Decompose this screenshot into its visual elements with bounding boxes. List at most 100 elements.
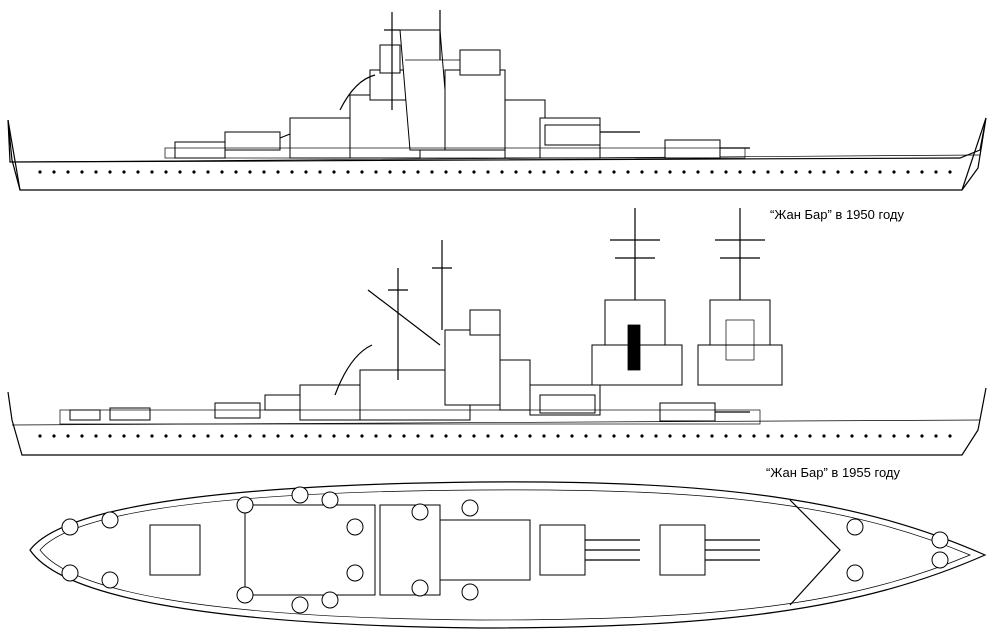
porthole <box>654 434 658 438</box>
porthole <box>192 434 196 438</box>
plan-mount <box>846 564 864 582</box>
porthole <box>318 170 322 174</box>
porthole <box>290 434 294 438</box>
porthole <box>430 170 434 174</box>
porthole <box>458 434 462 438</box>
porthole <box>710 434 714 438</box>
porthole <box>780 434 784 438</box>
porthole <box>472 434 476 438</box>
porthole <box>584 434 588 438</box>
plan-secondary-mounts <box>61 486 949 614</box>
porthole <box>542 170 546 174</box>
plan-view <box>29 481 987 629</box>
porthole <box>612 170 616 174</box>
porthole <box>164 434 168 438</box>
plan-mount <box>346 564 364 582</box>
porthole <box>654 170 658 174</box>
porthole <box>38 170 42 174</box>
porthole <box>808 170 812 174</box>
porthole <box>220 170 224 174</box>
hull-1955 <box>7 387 987 456</box>
porthole <box>346 434 350 438</box>
porthole <box>934 434 938 438</box>
end-view-forward <box>591 208 683 386</box>
porthole <box>808 434 812 438</box>
porthole <box>234 434 238 438</box>
turret-a-1955 <box>214 402 261 419</box>
porthole <box>752 434 756 438</box>
porthole <box>402 434 406 438</box>
porthole <box>892 170 896 174</box>
porthole <box>514 170 518 174</box>
porthole <box>878 170 882 174</box>
porthole <box>682 434 686 438</box>
porthole <box>136 434 140 438</box>
plan-hull <box>29 481 987 629</box>
porthole <box>388 170 392 174</box>
porthole <box>892 434 896 438</box>
caption-1955: “Жан Бар” в 1955 году <box>766 465 900 480</box>
turret-aft2-1955 <box>659 402 716 422</box>
porthole <box>486 170 490 174</box>
porthole <box>584 170 588 174</box>
plan-mount <box>101 571 119 589</box>
porthole <box>80 434 84 438</box>
porthole <box>108 170 112 174</box>
porthole <box>934 170 938 174</box>
porthole <box>108 434 112 438</box>
porthole <box>766 434 770 438</box>
porthole <box>360 434 364 438</box>
porthole <box>850 170 854 174</box>
plan-mount <box>61 564 79 582</box>
plan-mount <box>291 486 309 504</box>
porthole <box>262 170 266 174</box>
porthole <box>780 170 784 174</box>
plan-mount <box>61 518 79 536</box>
porthole <box>374 434 378 438</box>
porthole <box>710 170 714 174</box>
porthole <box>836 434 840 438</box>
porthole <box>38 434 42 438</box>
porthole <box>528 434 532 438</box>
porthole <box>500 170 504 174</box>
porthole <box>52 434 56 438</box>
porthole <box>178 434 182 438</box>
porthole <box>276 170 280 174</box>
porthole <box>332 170 336 174</box>
porthole <box>570 434 574 438</box>
porthole <box>878 434 882 438</box>
porthole <box>598 434 602 438</box>
porthole <box>290 170 294 174</box>
porthole <box>206 434 210 438</box>
porthole <box>598 170 602 174</box>
porthole <box>696 170 700 174</box>
porthole <box>360 170 364 174</box>
porthole <box>122 434 126 438</box>
porthole <box>906 434 910 438</box>
porthole <box>724 434 728 438</box>
porthole <box>416 170 420 174</box>
porthole <box>444 170 448 174</box>
porthole <box>192 170 196 174</box>
plan-mount <box>236 496 254 514</box>
plan-mount <box>346 518 364 536</box>
plan-mount <box>461 583 479 601</box>
porthole <box>220 434 224 438</box>
porthole <box>52 170 56 174</box>
porthole <box>920 170 924 174</box>
porthole <box>234 170 238 174</box>
plan-mount <box>321 591 339 609</box>
porthole <box>906 170 910 174</box>
porthole <box>528 170 532 174</box>
porthole <box>276 434 280 438</box>
profile-1955 <box>7 240 987 456</box>
porthole <box>94 434 98 438</box>
porthole <box>920 434 924 438</box>
porthole <box>738 170 742 174</box>
porthole <box>640 170 644 174</box>
porthole <box>458 170 462 174</box>
porthole <box>724 170 728 174</box>
plan-mount <box>931 531 949 549</box>
plan-mount <box>101 511 119 529</box>
